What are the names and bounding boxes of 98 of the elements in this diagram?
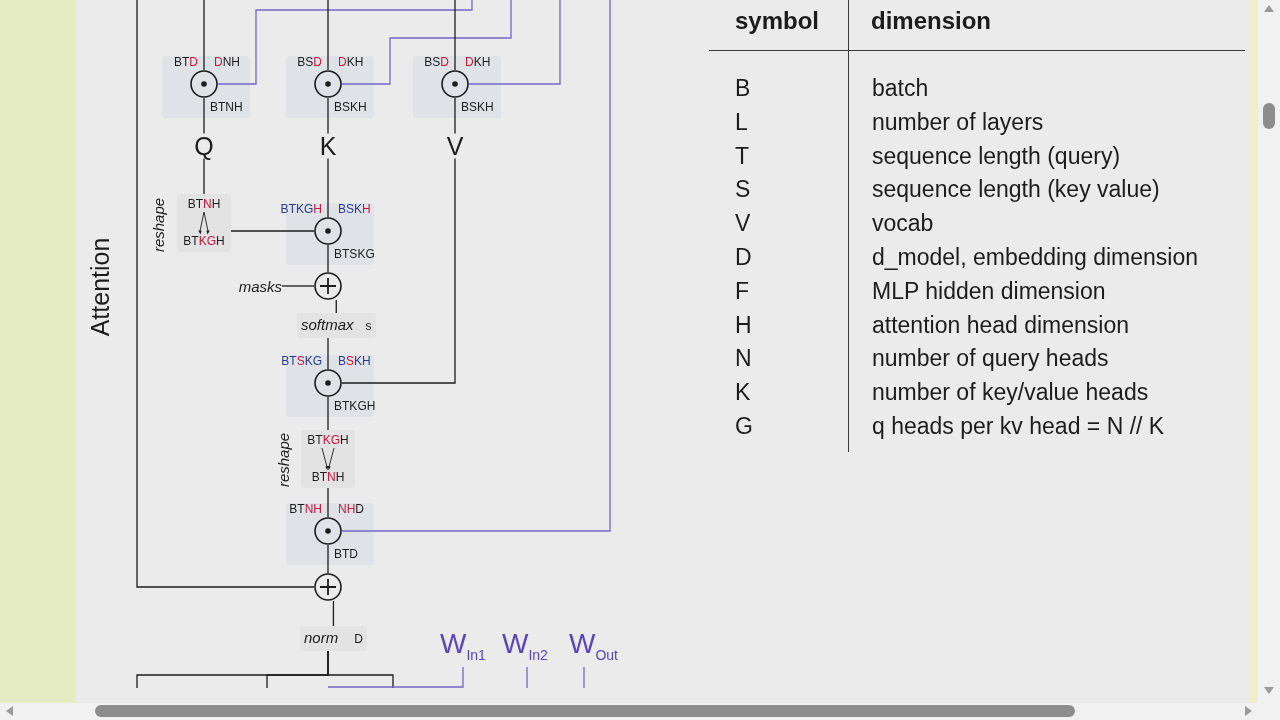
dimension-label: NHD [338,503,364,515]
circled-plus-symbol [314,573,342,601]
dimension-description: batch [872,76,929,100]
operation-block [297,313,376,338]
connector-line [327,157,329,218]
dimension-label: DKH [465,56,491,68]
dimension-label: BTSKG [334,248,375,260]
symbol-letter: B [735,76,751,100]
symbol-letter: S [735,177,751,201]
connector-line [217,0,473,85]
connector-line [136,0,315,588]
reshape-block [177,194,231,252]
connector-line [203,97,205,135]
dimension-label: BSKH [461,101,494,113]
dimension-description: number of key/value heads [872,380,1149,404]
dimension-label: DKH [338,56,364,68]
operation-label: reshape [275,432,291,488]
connector-line [341,0,611,532]
symbol-letter: G [735,414,753,438]
circled-dot-symbol [314,517,342,545]
connector-line [230,230,315,232]
dimension-label: DNH [214,56,240,68]
symbol-letter: K [735,380,751,404]
circled-dot-symbol [314,369,342,397]
connector-line [327,244,329,273]
connector-line [327,650,394,689]
connector-line [332,600,335,627]
dimension-description: sequence length (key value) [872,177,1160,201]
symbol-letter: F [735,279,750,303]
symbol-letter: L [735,110,748,134]
connector-line [327,666,464,688]
section-title: Attention [87,237,113,337]
weight-label: W$_{In2}$ [502,630,548,667]
dimension-description: number of query heads [872,346,1109,370]
weight-label: W$_{Out}$ [569,630,618,667]
dimension-label: BTD [173,56,198,68]
tensor-label: V [446,133,464,159]
dimension-label: BTNH [311,471,345,484]
dimension-description: d_model, embedding dimension [872,245,1199,269]
connector-line [327,544,329,574]
connector-line [341,0,512,85]
connector-line [327,337,329,370]
reshape-block [301,430,355,488]
connector-line [203,0,205,71]
dimension-description: number of layers [872,110,1044,134]
connector-line [526,666,528,689]
dimension-label: BSD [424,56,449,68]
symbol-letter: D [735,245,752,269]
connector-line [327,396,329,431]
dimension-label: BTKGH [307,434,349,447]
dimension-label: BTD [334,548,359,560]
connector-line [454,0,456,71]
dimension-description: MLP hidden dimension [872,279,1106,303]
circled-plus-symbol [314,272,342,300]
dimension-description: q heads per kv head = N // K [872,414,1165,438]
tensor-label: K [319,133,337,159]
connector-line [341,157,456,384]
connector-line [327,0,329,71]
axis-label: s [365,318,372,335]
dimension-description: attention head dimension [872,313,1130,337]
circled-dot-symbol [314,217,342,245]
dimension-description: sequence length (query) [872,144,1121,168]
dimension-label: BTNH [289,503,322,515]
connector-line [327,97,329,135]
dimension-label: BSKH [334,101,367,113]
connector-line [203,157,205,195]
operation-name: norm [304,629,339,646]
connector-line [583,666,585,689]
dimension-label: BTSKG [281,355,322,367]
symbol-letter: H [735,313,752,337]
weight-label: W$_{In1}$ [440,630,486,667]
connector-line [327,487,329,518]
dimension-label: BSKH [338,203,371,215]
column-header: dimension [871,9,991,33]
dimension-label: BSD [297,56,322,68]
dimension-description: vocab [872,211,934,235]
circled-dot-symbol [314,70,342,98]
dimension-label: BTKGH [280,203,322,215]
tensor-label: Q [194,133,214,159]
symbol-letter: T [735,144,750,168]
column-header: symbol [735,9,820,33]
dimension-label: BSKH [338,355,371,367]
dimension-label: BTKGH [334,400,376,412]
circled-dot-symbol [441,70,469,98]
circled-dot-symbol [190,70,218,98]
connector-line [454,97,456,135]
operation-block [300,626,367,651]
dimension-label: BTNH [210,101,243,113]
input-label: masks [238,278,282,294]
connector-line [281,285,315,287]
dimension-label: BTNH [187,198,221,211]
connector-line [468,0,561,85]
symbol-letter: V [735,211,751,235]
axis-label: D [354,631,363,648]
operation-name: softmax [301,316,354,333]
symbol-letter: N [735,346,752,370]
operation-label: reshape [150,197,166,253]
dimension-label: BTKGH [183,235,225,248]
